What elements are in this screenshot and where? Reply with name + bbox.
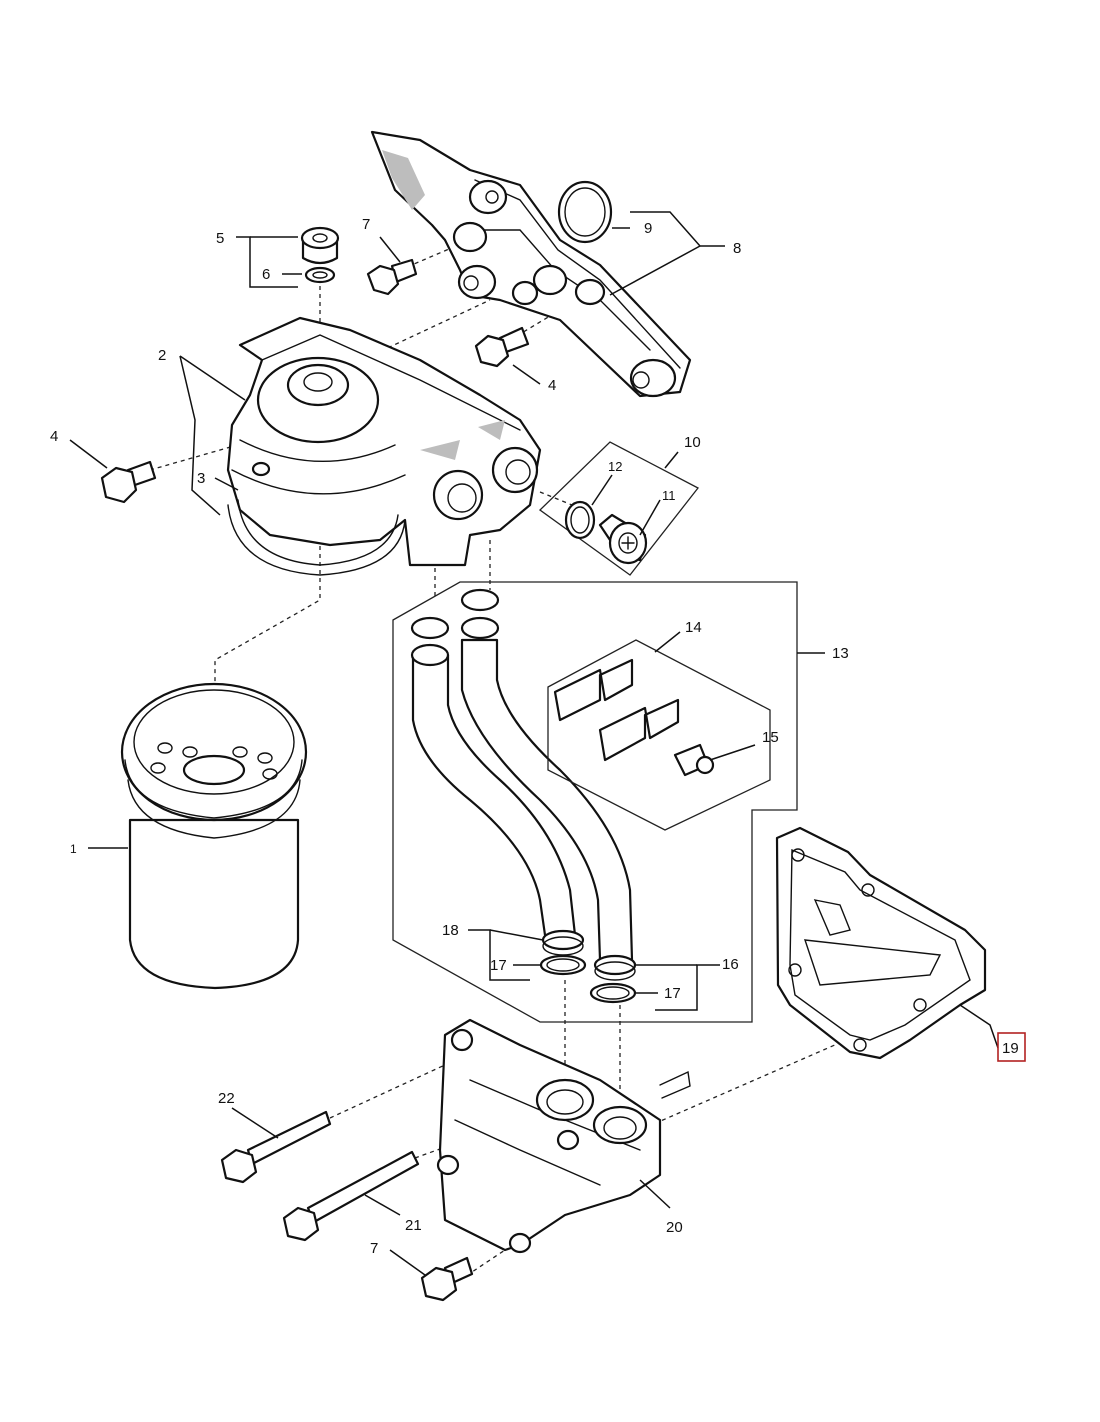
gasket-part-19[interactable]	[775, 826, 987, 1060]
callout-labels: 5 6 7 9 8 4 2 4 3 10 12 11 13 14 15 1 18…	[50, 216, 1019, 1257]
parts-group-10-frame	[538, 441, 699, 576]
callout-4-right: 4	[548, 377, 556, 394]
callout-12: 12	[608, 459, 622, 474]
long-bolt-part-22[interactable]	[220, 1110, 332, 1184]
o-ring-part-17-left[interactable]	[539, 954, 587, 976]
callout-14: 14	[685, 619, 702, 636]
mounting-base-part-20[interactable]	[436, 1018, 691, 1254]
callout-22: 22	[218, 1090, 235, 1107]
parts-group-13-frame	[392, 581, 798, 1023]
seal-part-18[interactable]	[541, 929, 585, 956]
washer-part-6[interactable]	[304, 266, 336, 284]
callout-5: 5	[216, 230, 224, 247]
seal-part-16[interactable]	[593, 954, 637, 981]
leader-lines	[69, 211, 999, 1276]
bolt-part-4-right[interactable]	[474, 326, 530, 368]
callout-7-upper: 7	[362, 216, 370, 233]
seal-ring-part-3[interactable]	[227, 499, 406, 576]
callout-16: 16	[722, 956, 739, 973]
callout-2: 2	[158, 347, 166, 364]
callout-7-lower: 7	[370, 1240, 378, 1257]
parts-group-14-frame	[547, 639, 771, 831]
callout-15: 15	[762, 729, 779, 746]
callout-21: 21	[405, 1217, 422, 1234]
filter-cartridge-part-1[interactable]	[120, 682, 308, 990]
callout-13: 13	[832, 645, 849, 662]
bolt-part-7-lower[interactable]	[420, 1256, 474, 1302]
callout-10: 10	[684, 434, 701, 451]
callout-9: 9	[644, 220, 652, 237]
pipe-right[interactable]	[460, 588, 634, 962]
callout-17-left: 17	[490, 957, 507, 974]
bolt-part-7-upper[interactable]	[366, 258, 418, 296]
callout-6: 6	[262, 266, 270, 283]
callout-20: 20	[666, 1219, 683, 1236]
callout-1: 1	[70, 842, 77, 856]
o-ring-part-9[interactable]	[557, 180, 613, 244]
long-bolt-part-21[interactable]	[282, 1150, 420, 1242]
screw-part-15[interactable]	[673, 743, 715, 777]
callout-4-left: 4	[50, 428, 58, 445]
callout-8: 8	[733, 240, 741, 257]
bracket-part-8[interactable]	[370, 130, 692, 398]
bolt-part-4-left[interactable]	[100, 460, 157, 504]
callout-3: 3	[197, 470, 205, 487]
plug-part-11[interactable]	[598, 513, 648, 565]
o-ring-part-17-right[interactable]	[589, 982, 637, 1004]
plug-part-5[interactable]	[300, 226, 340, 265]
clamp-part-14[interactable]	[553, 658, 680, 762]
callout-19: 19	[1002, 1040, 1019, 1057]
callout-19-highlight-box	[997, 1032, 1026, 1062]
callout-17-right: 17	[664, 985, 681, 1002]
callout-11: 11	[662, 488, 676, 503]
o-ring-part-12[interactable]	[564, 500, 596, 540]
callout-18: 18	[442, 922, 459, 939]
filter-head-part-2[interactable]	[226, 316, 542, 567]
